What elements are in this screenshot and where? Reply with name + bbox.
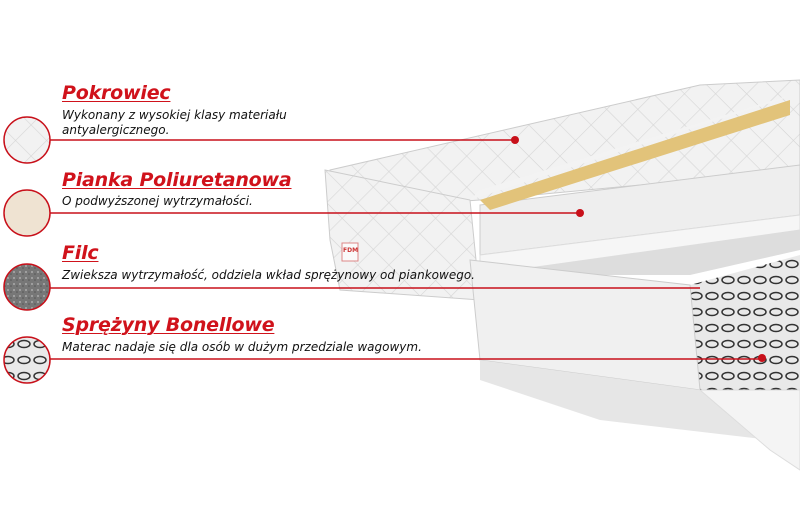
layer-title-springs: Sprężyny Bonellowe: [62, 314, 275, 336]
layer-title-cover: Pokrowiec: [62, 82, 171, 104]
callout-dot-foam: [576, 209, 584, 217]
brand-tag-label: FDM: [343, 247, 359, 254]
callout-dot-springs: [758, 354, 766, 362]
foam-swatch-icon: [3, 189, 51, 237]
callout-dot-cover: [511, 136, 519, 144]
brand-tag: [341, 242, 359, 262]
springs-swatch-icon: [3, 336, 51, 384]
layer-description-cover: Wykonany z wysokiej klasy materiału anty…: [62, 108, 287, 137]
quilted-fabric-swatch-icon: [3, 116, 51, 164]
mattress: [324, 79, 800, 471]
felt-swatch-icon: [3, 263, 51, 311]
layer-description-springs: Materac nadaje się dla osób w dużym prze…: [62, 340, 422, 354]
layer-title-felt: Filc: [62, 242, 99, 264]
leader-lines: [45, 139, 762, 360]
layer-description-foam: O podwyższonej wytrzymałości.: [62, 194, 253, 208]
layer-title-foam: Pianka Poliuretanowa: [62, 169, 292, 191]
layer-description-felt: Zwieksza wytrzymałość, oddziela wkład sp…: [62, 268, 475, 282]
